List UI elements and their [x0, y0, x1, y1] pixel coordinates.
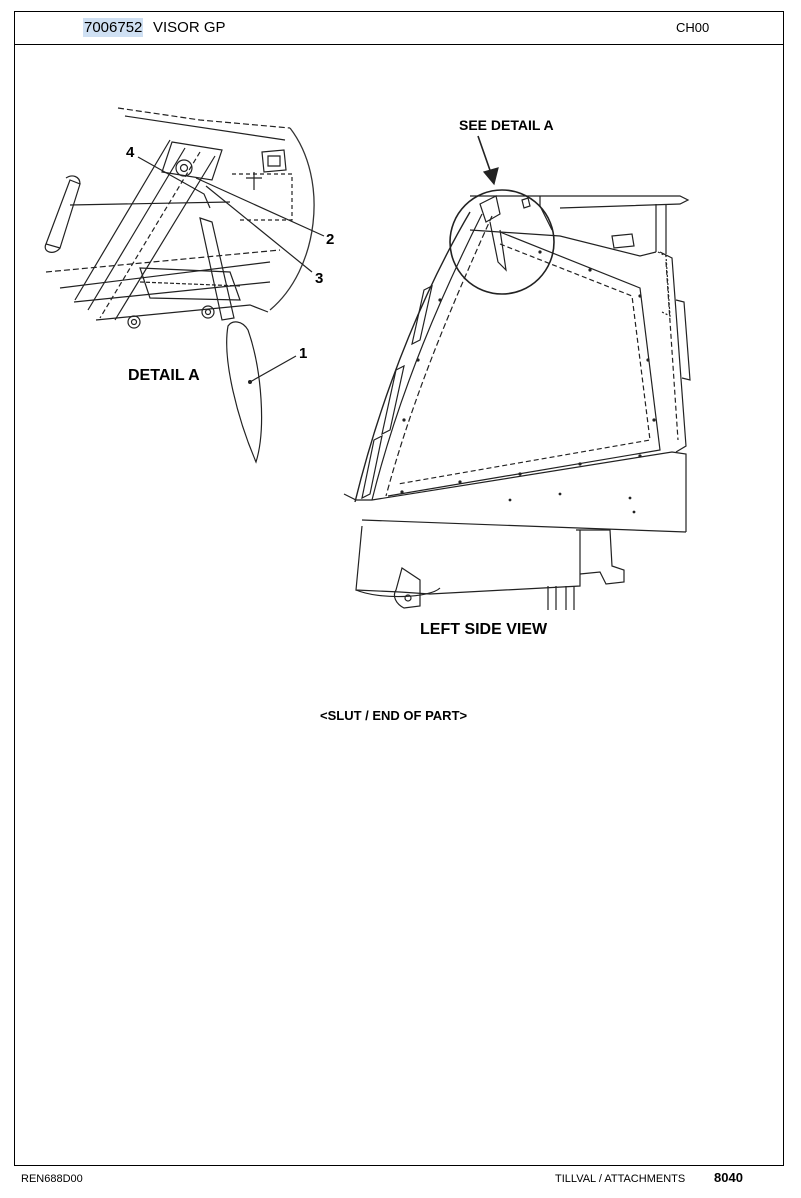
part-number[interactable]: 7006752 — [83, 18, 144, 37]
section-title: TILLVAL / ATTACHMENTS — [555, 1173, 686, 1185]
detail-a-illustration — [44, 107, 325, 464]
callout-1[interactable]: 1 — [299, 345, 308, 362]
end-of-part-note: <SLUT / END OF PART> — [320, 708, 468, 723]
document-code: REN688D00 — [21, 1173, 83, 1185]
left-side-view-illustration — [343, 135, 691, 610]
page-frame — [14, 11, 784, 1166]
left-side-view-label: LEFT SIDE VIEW — [420, 621, 548, 638]
page-number: 8040 — [714, 1170, 743, 1185]
callout-2[interactable]: 2 — [326, 231, 335, 248]
header-divider — [14, 44, 784, 45]
see-detail-a-label: SEE DETAIL A — [459, 117, 554, 133]
detail-a-label: DETAIL A — [128, 367, 200, 384]
part-name: VISOR GP — [153, 19, 226, 36]
callout-4[interactable]: 4 — [126, 144, 135, 161]
callout-3[interactable]: 3 — [315, 270, 324, 287]
chapter-code: CH00 — [676, 20, 710, 35]
